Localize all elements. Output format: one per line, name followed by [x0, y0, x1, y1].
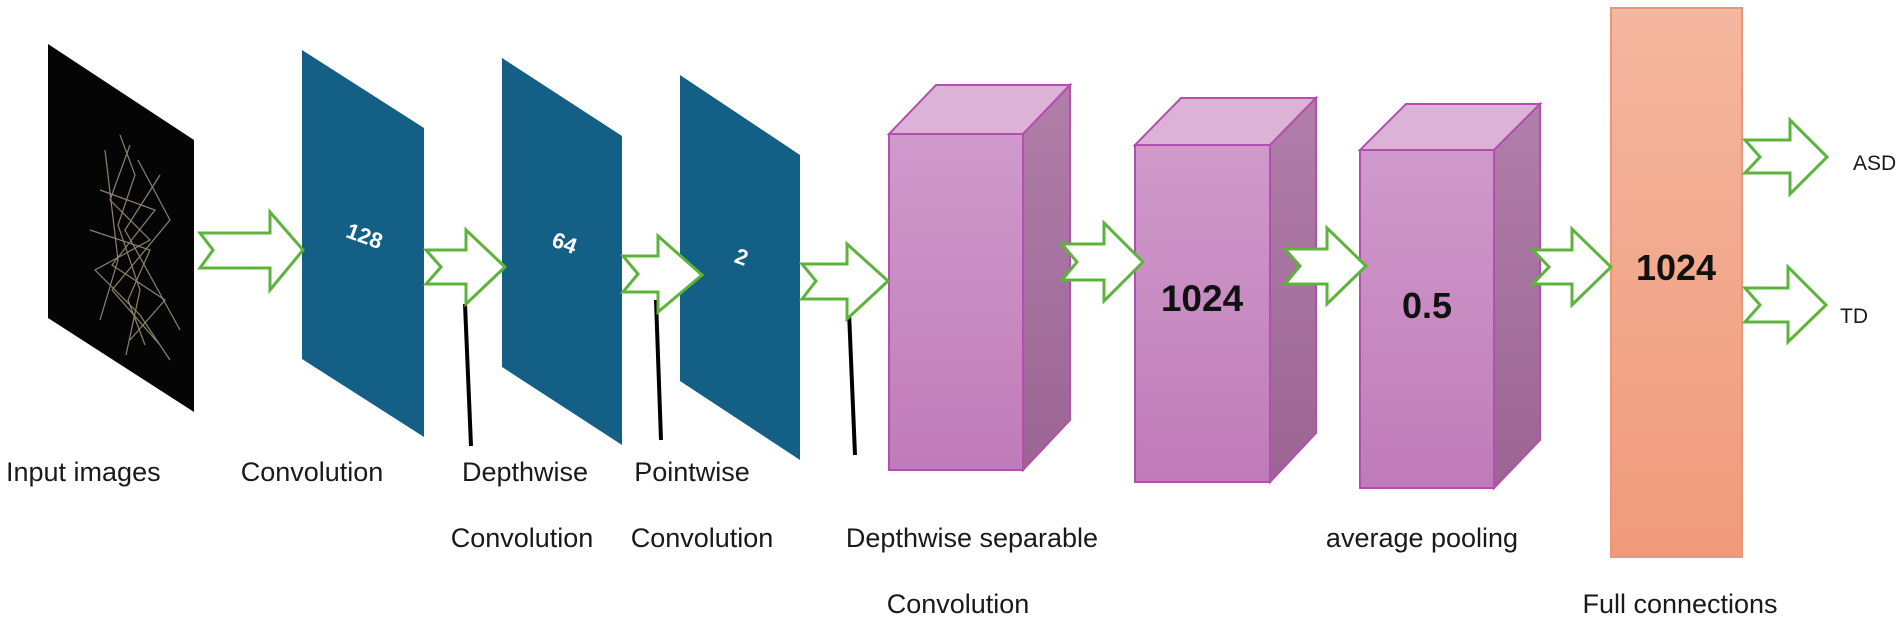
arrow-right-icon: [1741, 116, 1830, 198]
input-image-strokes: [89, 134, 181, 361]
depthwise-convolution-label: Convolution: [450, 523, 594, 553]
pointer-line-dsep: [847, 311, 857, 456]
input-image: [48, 44, 194, 412]
arrow-right-icon: [196, 207, 305, 295]
full-connections-label: Full connections: [1582, 589, 1778, 619]
pointer-line-depthwise: [463, 303, 473, 447]
full-connection-value: 1024: [1636, 247, 1716, 288]
depthwise-separable-box: [886, 82, 1073, 473]
depthwise-label: Depthwise: [461, 457, 589, 487]
depthwise-separable-label: Depthwise separable: [845, 523, 1099, 553]
output-td-label: TD: [1840, 305, 1868, 328]
output-asd-label: ASD: [1853, 152, 1897, 175]
arrow-right-icon: [619, 232, 705, 316]
arrow-right-icon: [1741, 263, 1829, 346]
input-images-label: Input images: [6, 457, 161, 487]
pointwise-plane: [680, 75, 800, 460]
pointwise-convolution-label: Convolution: [630, 523, 774, 553]
flow-arrows: [196, 116, 1830, 346]
full-connection-bar: [1610, 7, 1743, 558]
pointer-line-pointwise: [654, 299, 663, 441]
depthwise-plane: [502, 58, 622, 445]
average-pooling-box-value: 0.5: [1402, 285, 1452, 326]
average-pooling-label: average pooling: [1325, 523, 1519, 553]
arrow-right-icon: [1281, 224, 1369, 308]
arrow-right-icon: [422, 226, 508, 308]
convolution-label: Convolution: [240, 457, 384, 487]
arrow-right-icon: [1529, 225, 1614, 309]
depthwise-separable-convolution-label: Convolution: [886, 589, 1030, 619]
pointwise-label: Pointwise: [634, 457, 750, 487]
feature-box-1024-value: 1024: [1161, 278, 1244, 319]
arrow-right-icon: [798, 240, 891, 323]
conv-plane: [302, 50, 424, 437]
arrow-right-icon: [1058, 219, 1146, 305]
average-pooling-box: [1357, 101, 1543, 491]
feature-box-1024: [1132, 95, 1319, 485]
